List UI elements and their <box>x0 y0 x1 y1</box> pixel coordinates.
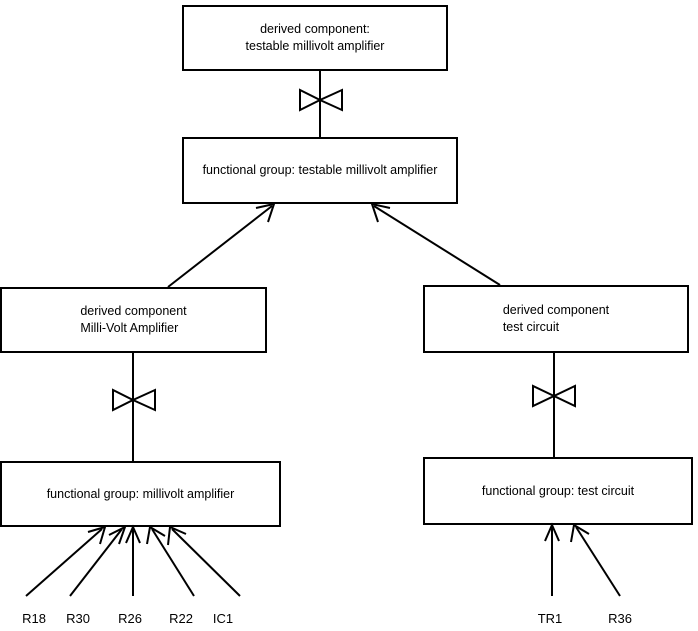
bowtie-right-triangle <box>551 384 576 408</box>
connector-arrow-r30 <box>69 524 127 597</box>
node-fg-millivolt-amplifier[interactable]: functional group: millivolt amplifier <box>0 461 281 527</box>
node-derived-test-circuit[interactable]: derived component test circuit <box>423 285 689 353</box>
node-label: functional group: millivolt amplifier <box>46 486 235 501</box>
connector-left-arrow-up <box>167 202 276 288</box>
arrowhead <box>167 525 187 546</box>
connector-arrow-r26 <box>125 524 141 596</box>
connector-right-arrow-up <box>370 202 501 286</box>
arrowhead <box>125 524 141 544</box>
connector-right-bowtie <box>532 353 576 457</box>
bowtie-left-triangle <box>112 388 136 412</box>
node-fg-testable-millivolt-amplifier[interactable]: functional group: testable millivolt amp… <box>182 137 458 204</box>
bowtie-left-triangle <box>299 88 323 112</box>
arrowhead <box>255 202 276 223</box>
connector-arrow-r18 <box>25 525 107 597</box>
node-derived-testable-millivolt-amplifier[interactable]: derived component: testable millivolt am… <box>182 5 448 71</box>
node-derived-milli-volt-amplifier[interactable]: derived component Milli-Volt Amplifier <box>0 287 267 353</box>
arrowhead <box>146 525 166 545</box>
node-label: derived component Milli-Volt Amplifier <box>80 304 187 335</box>
leaf-label-r18: R18 <box>22 611 46 626</box>
arrowhead <box>570 523 590 543</box>
connector-arrow-r22 <box>146 525 195 597</box>
arrowhead <box>87 525 107 545</box>
connector-arrow-r36 <box>570 523 621 597</box>
connector-left-bowtie <box>112 353 156 461</box>
node-label: derived component test circuit <box>502 303 610 334</box>
bowtie-right-triangle <box>317 88 343 112</box>
bowtie-left-triangle <box>532 384 557 408</box>
arrowhead <box>544 522 560 542</box>
leaf-label-ic1: IC1 <box>212 611 234 626</box>
arrowhead <box>370 202 391 223</box>
leaf-label-r36: R36 <box>608 611 632 626</box>
bowtie-right-triangle <box>130 388 156 412</box>
leaf-label-tr1: TR1 <box>537 611 563 626</box>
leaf-label-r30: R30 <box>66 611 90 626</box>
leaf-label-r26: R26 <box>118 611 142 626</box>
node-label: derived component: testable millivolt am… <box>245 22 385 53</box>
leaf-label-r22: R22 <box>169 611 193 626</box>
arrowhead <box>108 524 127 545</box>
node-label: functional group: test circuit <box>481 483 635 498</box>
connector-arrow-ic1 <box>167 525 241 597</box>
node-label: functional group: testable millivolt amp… <box>202 163 438 177</box>
connector-top-bowtie <box>299 71 343 137</box>
node-fg-test-circuit[interactable]: functional group: test circuit <box>423 457 693 525</box>
connector-arrow-tr1 <box>544 522 560 596</box>
